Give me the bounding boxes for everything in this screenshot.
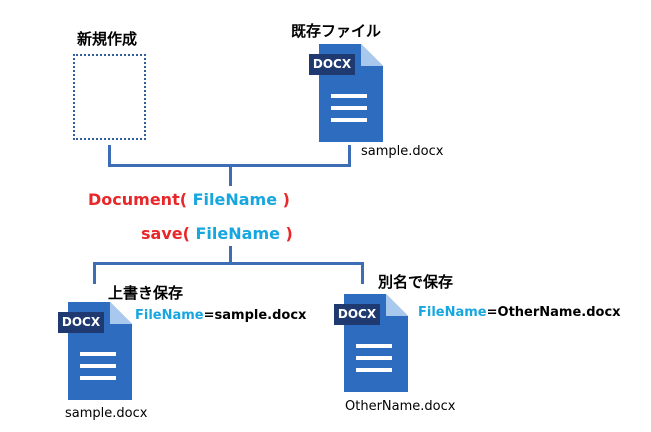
connector-left-down — [93, 262, 96, 284]
overwrite-file-name: sample.docx — [65, 406, 148, 421]
overwrite-assign-key: FileName — [135, 308, 204, 323]
connector-right-down — [361, 262, 364, 284]
existing-docx-icon: DOCX — [309, 44, 391, 144]
save-close: ) — [285, 224, 293, 243]
document-func: Document( — [88, 190, 188, 209]
save-as-file-name: OtherName.docx — [345, 399, 456, 414]
document-param: FileName — [192, 190, 278, 209]
save-as-assignment: FileName=OtherName.docx — [418, 305, 621, 320]
document-close: ) — [282, 190, 290, 209]
docx-tag: DOCX — [309, 54, 355, 75]
docx-tag: DOCX — [58, 312, 104, 333]
existing-file-name: sample.docx — [361, 144, 444, 159]
docx-tag: DOCX — [334, 304, 380, 325]
connector-bottom-bar — [93, 262, 364, 265]
save-func: save( — [141, 224, 190, 243]
connector-top-stem — [229, 164, 232, 186]
connector-bottom-stem — [229, 246, 232, 264]
new-document-placeholder — [73, 54, 146, 140]
overwrite-label: 上書き保存 — [108, 284, 184, 302]
save-as-docx-icon: DOCX — [334, 294, 416, 394]
document-call: Document( FileName ) — [88, 190, 290, 209]
save-as-assign-key: FileName — [418, 305, 487, 320]
save-param: FileName — [195, 224, 280, 243]
overwrite-assign-value: =sample.docx — [203, 308, 307, 323]
new-document-label: 新規作成 — [77, 30, 138, 48]
save-as-label: 別名で保存 — [378, 273, 454, 291]
connector-left-up — [108, 145, 111, 166]
save-as-assign-value: =OtherName.docx — [486, 305, 621, 320]
existing-file-label: 既存ファイル — [291, 22, 382, 40]
save-call: save( FileName ) — [141, 224, 293, 243]
overwrite-assignment: FileName=sample.docx — [135, 308, 306, 323]
connector-right-up — [348, 145, 351, 166]
overwrite-docx-icon: DOCX — [58, 302, 140, 402]
